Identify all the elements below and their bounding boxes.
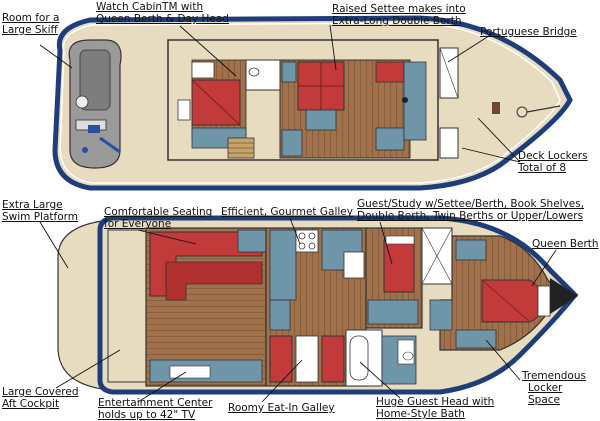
label-eat-in-galley: Roomy Eat-In Galley bbox=[228, 402, 335, 414]
label-swim-line2: Swim Platform bbox=[2, 211, 79, 223]
label-swim-line1: Extra Large bbox=[2, 199, 63, 211]
label-guest-head-line1: Huge Guest Head with bbox=[376, 396, 495, 408]
label-comfortable-seating: Comfortable Seating for Everyone bbox=[104, 206, 212, 230]
label-galley-line1: Efficient, Gourmet Galley bbox=[221, 206, 353, 218]
label-eat-in-line1: Roomy Eat-In Galley bbox=[228, 402, 335, 414]
lower-deck bbox=[57, 215, 579, 395]
label-settee-line1: Raised Settee makes into bbox=[332, 3, 466, 15]
label-entertainment-line2: holds up to 42" TV bbox=[98, 409, 196, 421]
label-skiff-line2: Large Skiff bbox=[2, 24, 58, 36]
skiff bbox=[68, 39, 122, 169]
label-settee: Raised Settee makes into Extra-Long Doub… bbox=[332, 3, 466, 27]
leader-lines bbox=[39, 24, 557, 403]
upper-deck bbox=[52, 15, 573, 191]
label-comfortable-line2: for Everyone bbox=[104, 218, 172, 230]
label-locker-space: Tremendous Locker Space bbox=[522, 370, 586, 406]
label-queen-line1: Queen Berth bbox=[532, 238, 599, 250]
label-galley: Efficient, Gourmet Galley bbox=[221, 206, 353, 218]
label-portuguese-line1: Portuguese Bridge bbox=[480, 26, 577, 38]
label-watch-cabin-line2: Queen Berth & Day Head bbox=[96, 13, 229, 25]
label-entertainment-line1: Entertainment Center bbox=[98, 397, 213, 409]
label-deck-lockers-line1: Deck Lockers bbox=[518, 150, 588, 162]
label-guest-head: Huge Guest Head with Home-Style Bath bbox=[376, 396, 494, 420]
label-deck-lockers-line2: Total of 8 bbox=[518, 162, 566, 174]
label-locker-line2: Locker bbox=[528, 382, 563, 394]
label-guest-study: Guest/Study w/Settee/Berth, Book Shelves… bbox=[357, 198, 584, 222]
label-comfortable-line1: Comfortable Seating bbox=[104, 206, 213, 218]
label-guest-study-line1: Guest/Study w/Settee/Berth, Book Shelves… bbox=[357, 198, 585, 210]
label-guest-head-line2: Home-Style Bath bbox=[376, 408, 465, 420]
label-swim-platform: Extra Large Swim Platform bbox=[2, 199, 78, 223]
label-entertainment: Entertainment Center holds up to 42" TV bbox=[98, 397, 212, 421]
label-queen-berth: Queen Berth bbox=[532, 238, 599, 250]
label-portuguese-bridge: Portuguese Bridge bbox=[480, 26, 577, 38]
label-locker-line1: Tremendous bbox=[522, 370, 586, 382]
label-skiff-line1: Room for a bbox=[2, 12, 60, 24]
label-skiff: Room for a Large Skiff bbox=[2, 12, 59, 36]
label-watch-cabin-line1: Watch CabinTM with bbox=[96, 1, 204, 13]
label-aft-cockpit-line1: Large Covered bbox=[2, 386, 79, 398]
label-settee-line2: Extra-Long Double Berth bbox=[332, 15, 462, 27]
label-aft-cockpit-line2: Aft Cockpit bbox=[2, 398, 60, 410]
label-guest-study-line2: Double Berth, Twin Berths or Upper/Lower… bbox=[357, 210, 584, 222]
label-locker-line3: Space bbox=[528, 394, 560, 406]
anchor-windlass bbox=[516, 105, 561, 118]
label-watch-cabin: Watch CabinTM with Queen Berth & Day Hea… bbox=[96, 1, 229, 25]
label-aft-cockpit: Large Covered Aft Cockpit bbox=[2, 386, 79, 410]
label-deck-lockers: Deck Lockers Total of 8 bbox=[518, 150, 588, 174]
